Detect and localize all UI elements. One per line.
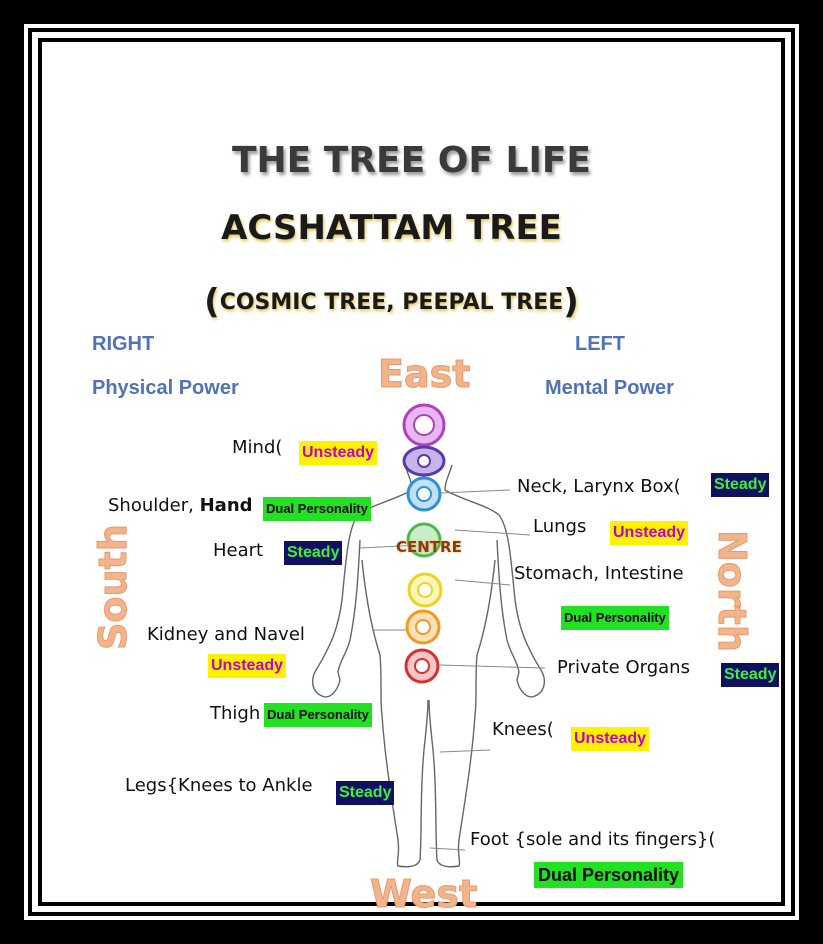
mind-label: Mind( [232,437,282,458]
private-tag: Steady [721,663,779,687]
shoulder-tag: Dual Personality [263,497,371,521]
lungs-tag: Unsteady [610,521,688,545]
stomach-label: Stomach, Intestine [514,563,684,584]
thigh-label: Thigh [210,703,260,724]
solar-plexus-chakra-icon [409,574,441,606]
hand-text: Hand [200,495,253,516]
kidney-label: Kidney and Navel [147,624,305,645]
lungs-label: Lungs [533,516,586,537]
heart-label: Heart [213,540,263,561]
stomach-tag: Dual Personality [561,606,669,630]
third-eye-chakra-icon [404,447,444,475]
legs-label: Legs{Knees to Ankle [125,775,313,796]
body-outline-right [316,465,412,670]
heart-tag: Steady [284,541,342,565]
thigh-tag: Dual Personality [264,703,372,727]
mind-tag: Unsteady [299,441,377,465]
foot-tag: Dual Personality [534,862,683,888]
legs-tag: Steady [336,781,394,805]
throat-chakra-icon [408,478,440,510]
centre-label: CENTRE [396,538,462,556]
private-label: Private Organs [557,657,690,678]
shoulder-label: Shoulder, Hand [108,495,253,516]
neck-label: Neck, Larynx Box( [517,476,681,497]
root-chakra-icon [406,650,438,682]
knees-label: Knees( [492,719,554,740]
knees-tag: Unsteady [571,727,649,751]
crown-chakra-icon [404,405,444,445]
kidney-tag: Unsteady [208,654,286,678]
shoulder-text: Shoulder, [108,495,200,516]
neck-tag: Steady [711,473,769,497]
foot-label: Foot {sole and its fingers}( [470,829,715,850]
sacral-chakra-icon [407,611,439,643]
